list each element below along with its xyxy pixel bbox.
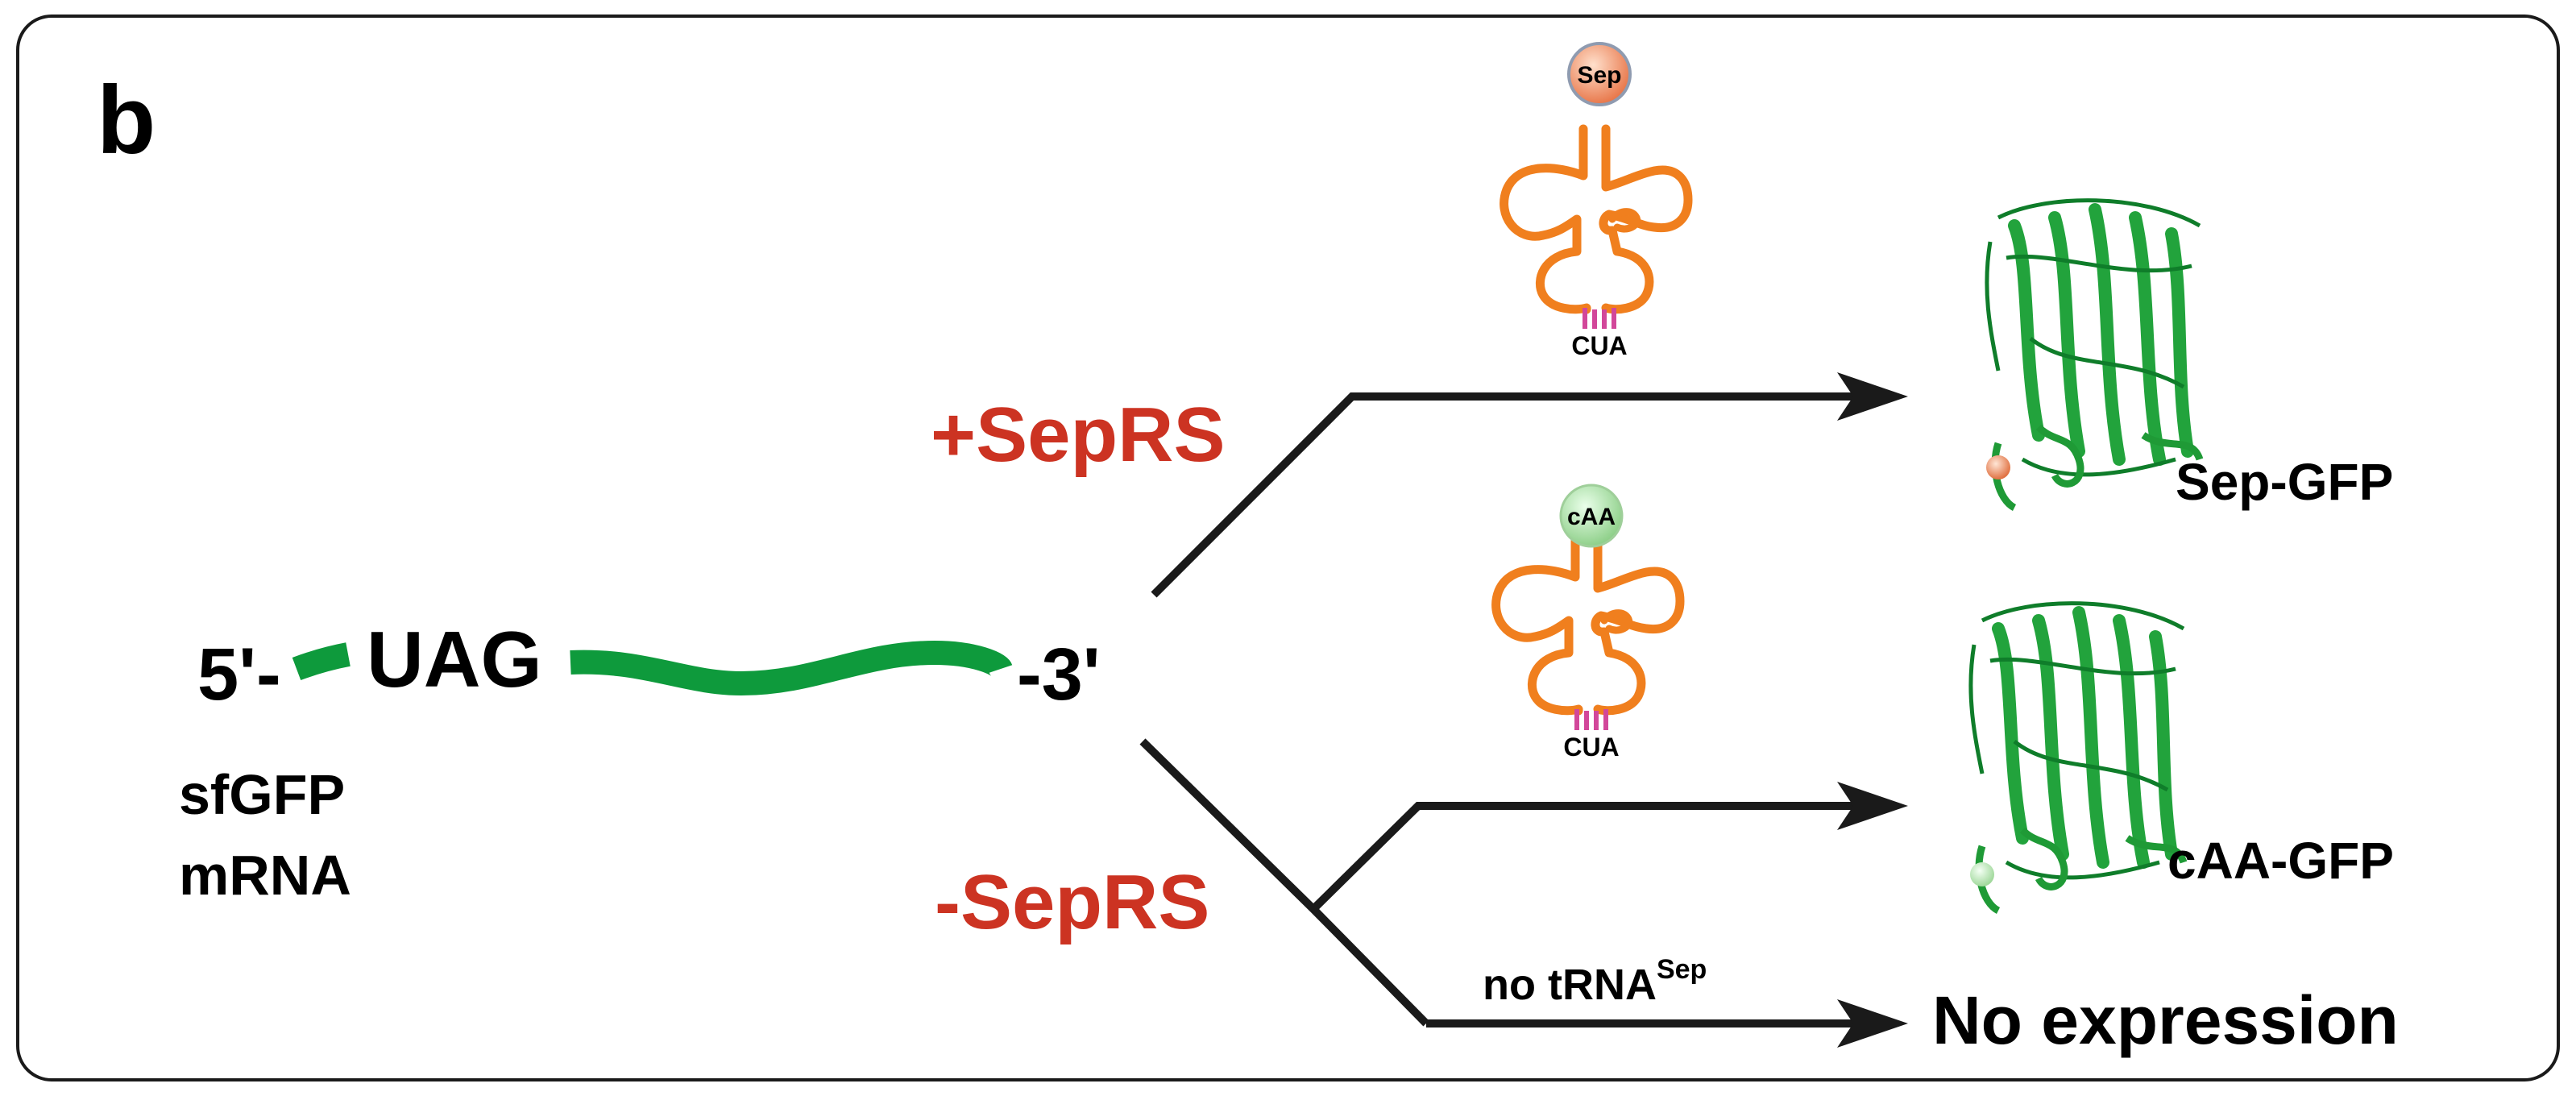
trna-sep: CUA Sep <box>1500 42 1693 360</box>
arrowhead-bottom <box>1837 999 1908 1048</box>
trna-caa-anticodon: CUA <box>1563 733 1619 762</box>
trna-sep-anticodon: CUA <box>1571 331 1627 360</box>
gfp-top-sep-bead <box>1986 455 2010 480</box>
mrna-leader-segment <box>292 642 351 681</box>
panel-letter: b <box>97 66 156 174</box>
no-trna-label: no tRNASep <box>1483 954 1707 1009</box>
mrna-uag-codon: UAG <box>367 615 542 704</box>
product-caa-gfp-label: cAA-GFP <box>2167 832 2394 890</box>
mrna-five-prime: 5'- <box>197 633 281 716</box>
mrna-name-line2: mRNA <box>179 844 351 907</box>
trna-sep-amino-acid: Sep <box>1577 62 1621 89</box>
product-sep-gfp-label: Sep-GFP <box>2176 453 2393 511</box>
minus-seprs-label: -SepRS <box>935 859 1209 945</box>
trna-caa: CUA cAA <box>1491 484 1685 762</box>
trna-sep-tloop <box>1608 208 1641 233</box>
gfp-middle-caa-bead <box>1970 862 1994 886</box>
plus-seprs-label: +SepRS <box>931 392 1225 478</box>
trna-caa-amino-acid-ball <box>1559 484 1624 548</box>
arrowhead-middle <box>1837 782 1908 830</box>
trna-caa-tloop <box>1600 609 1633 634</box>
no-trna-main: no tRNA <box>1483 961 1657 1009</box>
mrna-strand <box>570 640 1013 696</box>
gfp-protein-middle <box>1968 601 2188 915</box>
mrna-three-prime: -3' <box>1017 633 1101 716</box>
gfp-protein-top <box>1985 198 2204 512</box>
minus-cAA-arrow <box>1310 802 1856 912</box>
trna-sep-body <box>1500 124 1693 314</box>
panel-frame <box>16 15 2560 1081</box>
mrna-name-line1: sfGFP <box>179 763 345 826</box>
no-trna-superscript: Sep <box>1657 954 1707 985</box>
trna-sep-anticodon-bars <box>1583 308 1616 329</box>
trna-caa-body <box>1491 525 1685 716</box>
arrowhead-top <box>1837 372 1908 421</box>
product-no-expression-label: No expression <box>1932 982 2399 1058</box>
trna-caa-anticodon-bars <box>1574 709 1608 730</box>
trna-caa-amino-acid: cAA <box>1567 504 1616 530</box>
plus-path-arrow <box>1151 392 1856 598</box>
mrna: 5'- UAG -3' sfGFP mRNA <box>179 615 1101 907</box>
trna-sep-amino-acid-ball <box>1567 42 1632 106</box>
reaction-paths <box>1139 392 1856 1028</box>
